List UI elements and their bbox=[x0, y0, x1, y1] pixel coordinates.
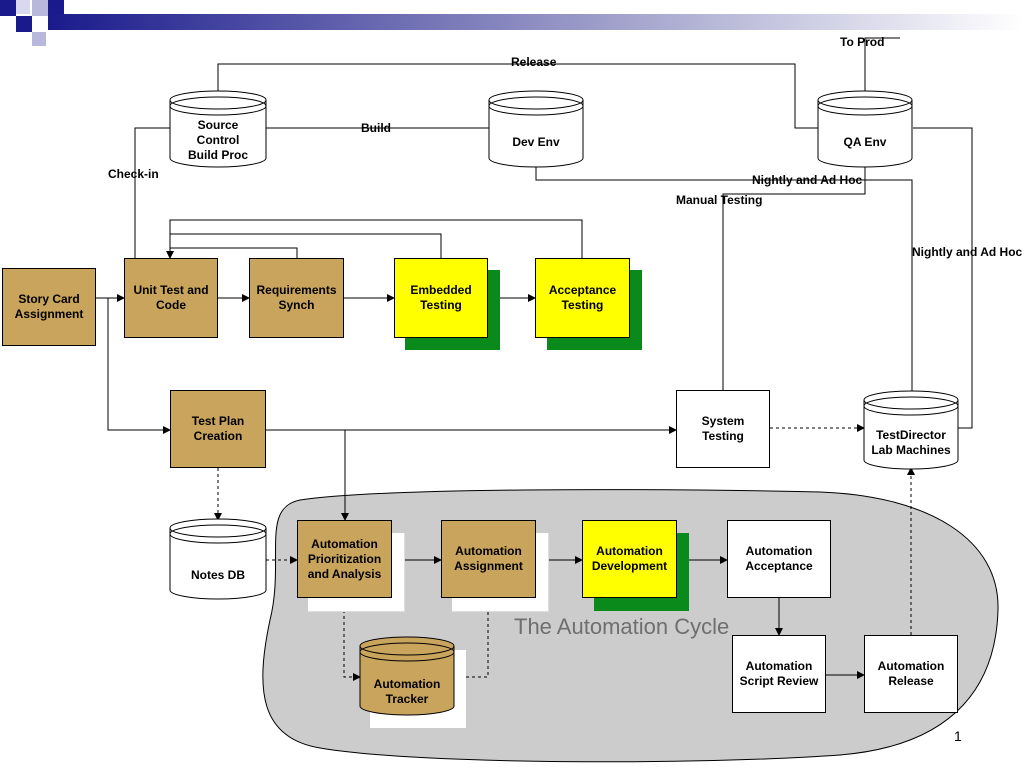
req-feedback-connector bbox=[170, 247, 298, 258]
header-gradient-bar bbox=[48, 14, 1024, 30]
story-to-plan-connector bbox=[107, 298, 171, 434]
release-label: Release bbox=[511, 55, 557, 69]
header-square bbox=[48, 0, 64, 14]
embedded-feedback-connector bbox=[166, 233, 442, 259]
qa-env-cylinder bbox=[817, 90, 913, 168]
check-in-label: Check-in bbox=[108, 167, 159, 181]
acceptance-feedback-connector bbox=[169, 219, 583, 258]
notes-db-cylinder bbox=[169, 518, 267, 600]
automation-tracker-cylinder bbox=[359, 636, 466, 728]
check-in-connector bbox=[134, 127, 170, 258]
dev-env-connector bbox=[535, 164, 913, 392]
dev-env-cylinder bbox=[488, 90, 584, 168]
qa-env-connector bbox=[913, 127, 973, 429]
slide-number: 1 bbox=[954, 728, 962, 744]
to-prod-connector bbox=[864, 37, 900, 92]
nightly-ad-hoc-label: Nightly and Ad Hoc bbox=[752, 173, 863, 187]
build-label: Build bbox=[361, 121, 391, 135]
manual-testing-label: Manual Testing bbox=[676, 193, 763, 207]
tracker-to-assign-connector bbox=[454, 599, 492, 678]
qa-env-label: QA Env bbox=[843, 135, 887, 149]
header-square bbox=[32, 0, 48, 16]
header-square bbox=[16, 0, 30, 14]
header-bar bbox=[0, 0, 1024, 46]
testdirector-cylinder bbox=[863, 390, 959, 470]
header-square bbox=[0, 0, 16, 16]
dev-env-label: Dev Env bbox=[512, 135, 560, 149]
header-square bbox=[32, 32, 46, 46]
notes-db-label: Notes DB bbox=[190, 568, 245, 582]
release-connector bbox=[217, 63, 818, 129]
header-square bbox=[16, 16, 32, 32]
automation-cycle-title: The Automation Cycle bbox=[514, 614, 730, 639]
source-control-cylinder bbox=[169, 90, 267, 168]
to-prod-label: To Prod bbox=[840, 35, 885, 49]
nightly-ad-hoc-label-2: Nightly and Ad Hoc bbox=[912, 245, 1023, 259]
prior-to-tracker-connector bbox=[343, 598, 361, 681]
manual-testing-connector bbox=[722, 164, 866, 390]
